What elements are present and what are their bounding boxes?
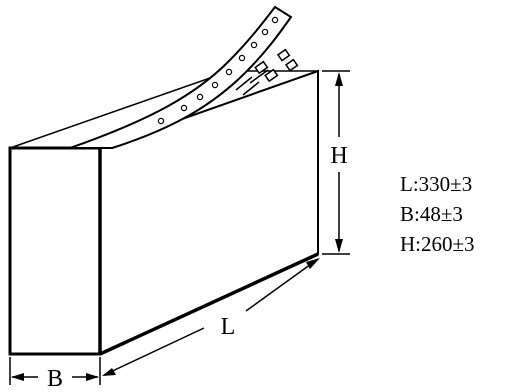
strip-hole <box>211 81 219 89</box>
h-label: H <box>330 143 347 169</box>
spec-width: B:48±3 <box>400 202 463 226</box>
strip-hole <box>250 41 258 49</box>
dimension-h <box>322 70 350 255</box>
brick-bottom-edge <box>99 252 319 356</box>
perforated-strip <box>69 5 299 149</box>
strip-hole <box>238 54 246 62</box>
b-arrow-right <box>86 373 99 381</box>
brick-front-face <box>8 146 102 356</box>
spec-height: H:260±3 <box>400 232 475 256</box>
brick <box>8 69 319 356</box>
strip-hole <box>196 93 204 101</box>
l-arrow-left <box>102 368 116 376</box>
strip-hole <box>180 104 188 112</box>
strip-hole <box>225 68 233 76</box>
dimension-b <box>9 357 101 385</box>
strip-fitting <box>235 48 299 96</box>
l-label: L <box>221 314 236 340</box>
l-arrow-right <box>306 258 320 269</box>
dimension-l <box>102 258 320 376</box>
strip-hole <box>261 28 269 36</box>
spec-length: L:330±3 <box>400 172 472 196</box>
strip-body <box>69 5 293 149</box>
spec-list: L:330±3 B:48±3 H:260±3 <box>400 172 475 256</box>
l-dim-line-left <box>103 327 205 376</box>
h-arrow-bottom <box>335 239 343 253</box>
l-dim-line-right <box>245 258 319 312</box>
strip-hole <box>157 117 165 125</box>
b-arrow-left <box>11 373 24 381</box>
b-label: B <box>47 366 63 392</box>
h-arrow-top <box>335 72 343 86</box>
strip-hole <box>271 16 279 24</box>
